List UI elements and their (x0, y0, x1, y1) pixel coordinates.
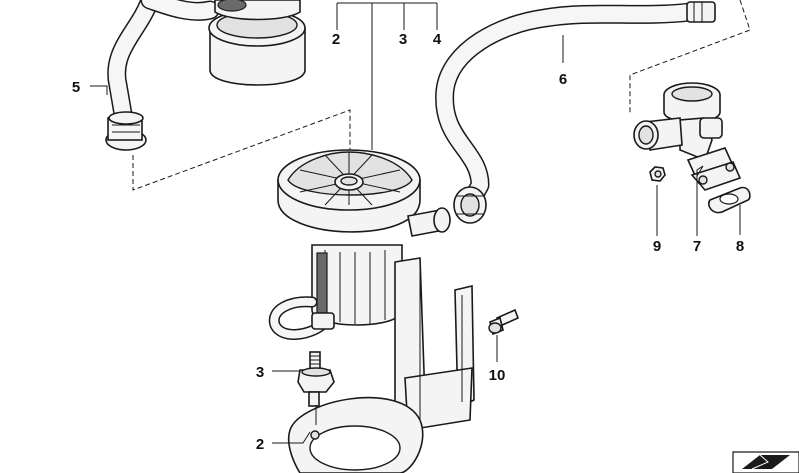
bracket (287, 257, 475, 473)
page-fold-icon (732, 451, 799, 473)
air-pump (268, 149, 451, 340)
callout-4-top: 4 (433, 31, 442, 48)
callout-3-bottom: 3 (256, 364, 264, 381)
bolt-10 (488, 308, 520, 336)
callout-2-bottom: 2 (256, 436, 264, 453)
callout-9: 9 (653, 238, 661, 255)
callout-3-top: 3 (399, 31, 407, 48)
gasket-8 (707, 186, 751, 214)
callout-5: 5 (72, 79, 80, 96)
nut-9 (649, 166, 666, 182)
rubber-mount-3 (297, 351, 335, 407)
hose-6 (435, 1, 716, 224)
callout-6: 6 (559, 71, 567, 88)
air-filter (208, 0, 306, 86)
dashed-connection-5 (132, 109, 351, 191)
dashed-connection-6 (629, 0, 751, 115)
hose-5 (105, 0, 220, 151)
valve-7 (633, 82, 742, 191)
callout-10: 10 (489, 367, 506, 384)
callout-7: 7 (693, 238, 701, 255)
callout-8: 8 (736, 238, 744, 255)
leader-lines (90, 2, 741, 444)
callout-2-top: 2 (332, 31, 340, 48)
